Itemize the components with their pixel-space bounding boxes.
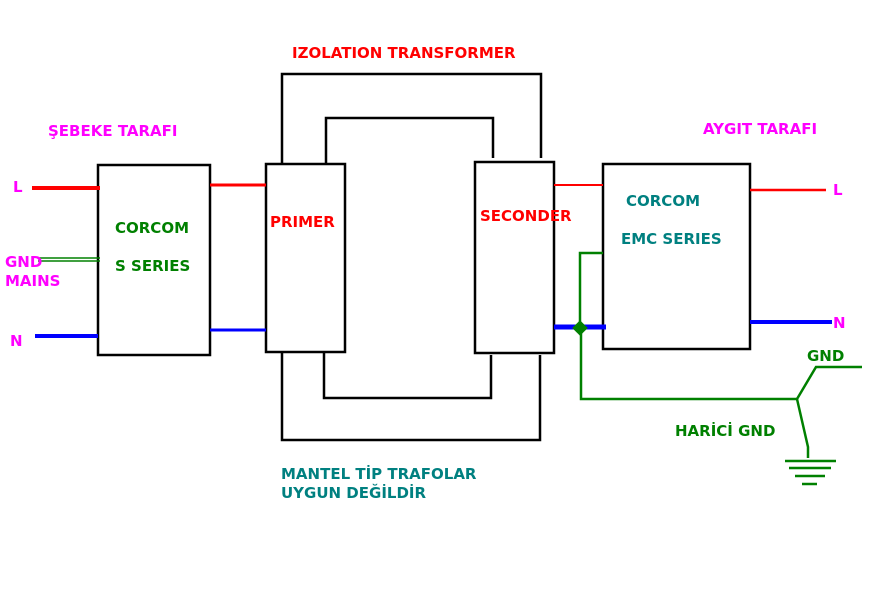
note-line-2: UYGUN DEĞİLDİR bbox=[281, 483, 426, 502]
secondary-label: SECONDER bbox=[480, 207, 572, 225]
primary-label: PRIMER bbox=[270, 213, 335, 231]
external-gnd-label: HARİCİ GND bbox=[675, 421, 775, 440]
mains-live-label: L bbox=[13, 178, 23, 196]
core-bottom-inner bbox=[322, 352, 493, 400]
core-top-inner bbox=[324, 116, 495, 163]
mains-side-heading: ŞEBEKE TARAFI bbox=[48, 122, 178, 140]
device-gnd-label: GND bbox=[807, 347, 844, 365]
neutral-lines bbox=[35, 320, 832, 338]
diagram-title: IZOLATION TRANSFORMER bbox=[292, 44, 516, 62]
mains-neutral-label: N bbox=[10, 332, 23, 350]
device-side-heading: AYGIT TARAFI bbox=[703, 120, 817, 138]
ground-wiring bbox=[38, 251, 862, 458]
gnd-filter-to-node bbox=[578, 251, 603, 329]
mains-gnd-label: GND bbox=[5, 253, 42, 271]
gnd-junction-node bbox=[572, 320, 588, 336]
primary-winding-box bbox=[264, 162, 347, 354]
filter-left-label-1: CORCOM bbox=[115, 219, 189, 237]
device-live-label: L bbox=[833, 181, 843, 199]
filter-left-label-2: S SERIES bbox=[115, 257, 190, 275]
gnd-node-to-external bbox=[579, 329, 797, 401]
note-line-1: MANTEL TİP TRAFOLAR bbox=[281, 464, 477, 483]
transformer-core bbox=[280, 72, 543, 442]
gnd-to-earth bbox=[795, 398, 810, 458]
core-bottom-outer bbox=[280, 352, 542, 442]
core-top-outer bbox=[280, 72, 543, 163]
gnd-device-branch bbox=[795, 365, 862, 400]
secondary-winding-box bbox=[473, 160, 556, 355]
mains-gnd-label-2: MAINS bbox=[5, 272, 60, 290]
filter-right-label-1: CORCOM bbox=[626, 192, 700, 210]
filter-right-box bbox=[601, 162, 752, 351]
device-neutral-label: N bbox=[833, 314, 846, 332]
live-lines bbox=[32, 183, 826, 192]
earth-ground-icon bbox=[785, 459, 836, 486]
filter-right-label-2: EMC SERIES bbox=[621, 230, 722, 248]
filter-left-box bbox=[96, 163, 212, 357]
